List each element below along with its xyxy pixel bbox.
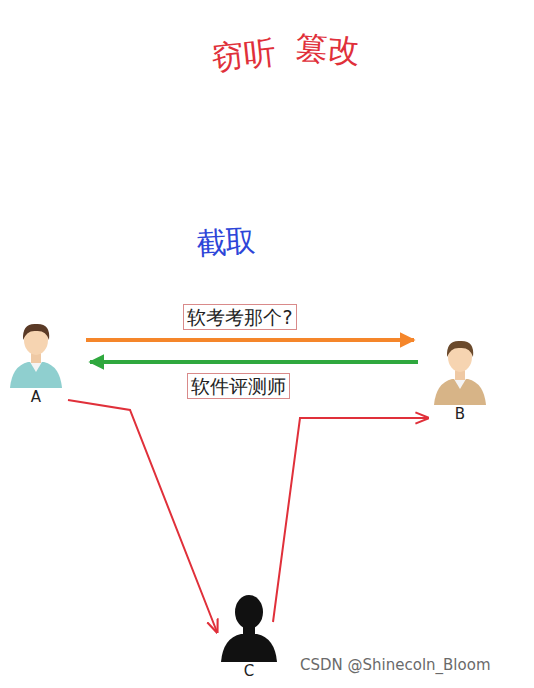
person-icon <box>4 318 68 388</box>
watermark: CSDN @Shinecoln_Bloom <box>300 656 491 674</box>
person-icon <box>428 335 492 405</box>
forward-arrow <box>273 418 428 622</box>
edge-label: 软考考那个? <box>183 304 296 330</box>
intercept-arrow <box>68 400 217 632</box>
person-label: A <box>4 388 68 406</box>
reply-arrow <box>90 360 418 364</box>
attacker-c: C <box>215 592 283 680</box>
person-b: B <box>428 335 492 423</box>
handwritten-note: 截取 <box>195 220 257 264</box>
person-label: C <box>215 662 283 680</box>
handwritten-note: 篡改 <box>295 26 362 74</box>
edge-label: 软件评测师 <box>187 373 290 399</box>
person-label: B <box>428 405 492 423</box>
handwritten-note: 窃听 <box>210 31 278 81</box>
person-a: A <box>4 318 68 406</box>
message-arrow <box>86 338 414 342</box>
person-icon <box>217 592 281 662</box>
